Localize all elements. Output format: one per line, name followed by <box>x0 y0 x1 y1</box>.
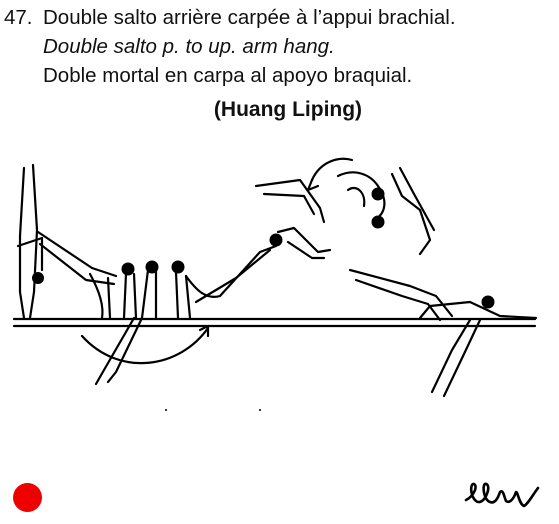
description-french: Double salto arrière carpée à l’appui br… <box>43 6 456 29</box>
description-english: Double salto p. to up. arm hang. <box>43 35 335 58</box>
skill-number: 47. <box>4 6 33 29</box>
gymnast-name: (Huang Liping) <box>213 98 363 121</box>
parallel-bars-skill-sequence-illustration <box>12 157 538 411</box>
handwritten-signature-icon <box>464 482 540 508</box>
description-spanish: Doble mortal en carpa al apoyo braquial. <box>43 64 413 87</box>
red-dot-icon <box>13 483 42 512</box>
skill-description: Double salto arrière carpée à l’appui br… <box>43 3 553 90</box>
